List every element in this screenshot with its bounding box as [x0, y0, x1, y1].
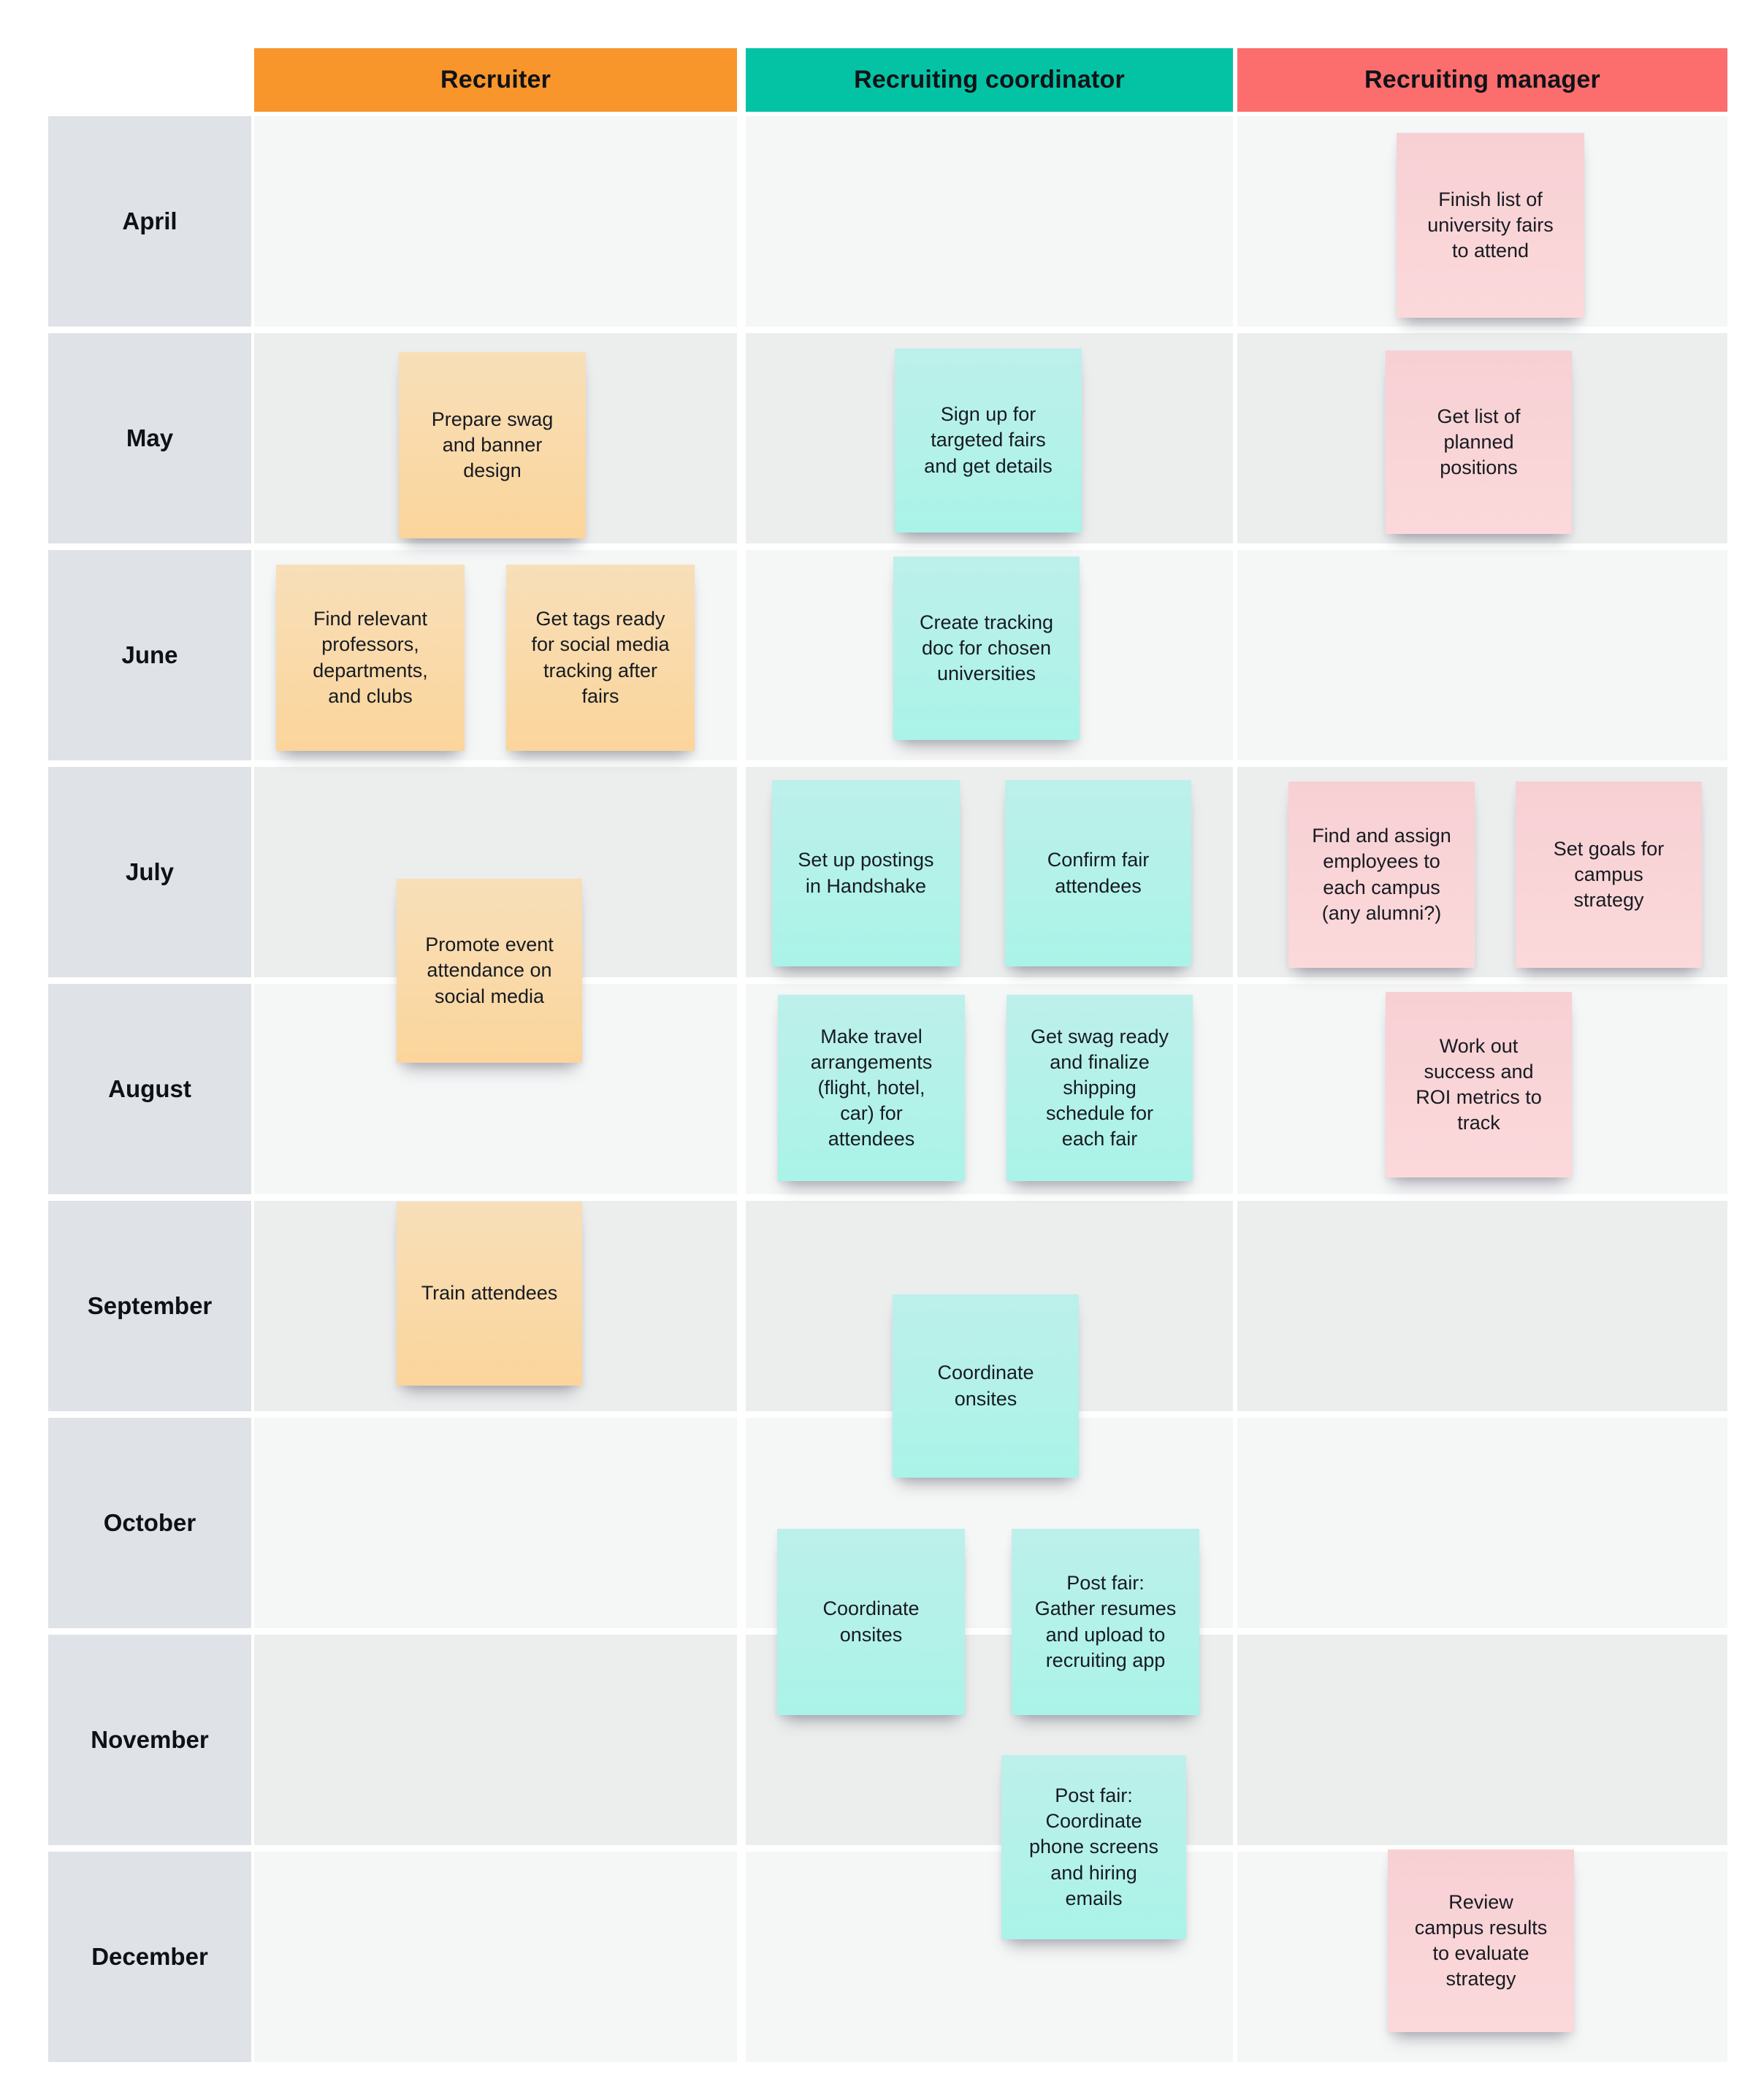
sticky-note-text: Coordinate onsites: [822, 1597, 920, 1646]
sticky-note-text: Get tags ready for social media tracking…: [531, 608, 670, 707]
sticky-note-text: Post fair: Gather resumes and upload to …: [1034, 1572, 1177, 1671]
column-header-recruiting-manager: Recruiting manager: [1237, 48, 1727, 112]
sticky-note[interactable]: Set up postings in Handshake: [772, 780, 960, 966]
sticky-note-text: Find relevant professors, departments, a…: [313, 608, 428, 707]
sticky-note[interactable]: Sign up for targeted fairs and get detai…: [895, 348, 1082, 532]
column-header-label: Recruiting manager: [1364, 66, 1600, 93]
sticky-note-text: Coordinate onsites: [937, 1362, 1034, 1410]
sticky-note-text: Get list of planned positions: [1437, 405, 1521, 479]
sticky-note[interactable]: Set goals for campus strategy: [1516, 782, 1702, 968]
sticky-note[interactable]: Prepare swag and banner design: [399, 352, 586, 538]
lane-cell-recruiter-november: [254, 1635, 737, 1845]
month-label: July: [125, 858, 175, 885]
month-cell-june: June: [48, 550, 251, 760]
sticky-note-text: Set goals for campus strategy: [1553, 837, 1665, 912]
sticky-note[interactable]: Coordinate onsites: [777, 1529, 965, 1715]
lane-cell-recruiter-april: [254, 116, 737, 327]
month-label: April: [122, 207, 177, 234]
sticky-note[interactable]: Post fair: Coordinate phone screens and …: [1001, 1755, 1186, 1939]
sticky-note[interactable]: Find relevant professors, departments, a…: [276, 565, 465, 751]
sticky-note-text: Make travel arrangements (flight, hotel,…: [810, 1025, 933, 1150]
month-label: September: [87, 1292, 213, 1319]
sticky-note-text: Post fair: Coordinate phone screens and …: [1028, 1784, 1159, 1909]
sticky-note[interactable]: Review campus results to evaluate strate…: [1388, 1849, 1574, 2032]
sticky-note[interactable]: Train attendees: [397, 1202, 582, 1386]
sticky-note-text: Set up postings in Handshake: [798, 849, 934, 897]
month-label: May: [126, 424, 174, 451]
month-cell-august: August: [48, 984, 251, 1194]
sticky-note[interactable]: Find and assign employees to each campus…: [1288, 782, 1475, 968]
lane-cell-recruiter-october: [254, 1418, 737, 1628]
sticky-note[interactable]: Make travel arrangements (flight, hotel,…: [778, 995, 965, 1181]
sticky-note[interactable]: Confirm fair attendees: [1005, 780, 1191, 966]
lane-cell-recruiting-manager-october: [1237, 1418, 1727, 1628]
column-header-recruiting-coordinator: Recruiting coordinator: [746, 48, 1233, 112]
month-cell-may: May: [48, 333, 251, 543]
lane-cell-recruiting-manager-september: [1237, 1201, 1727, 1411]
column-header-label: Recruiting coordinator: [854, 66, 1125, 93]
sticky-note-text: Find and assign employees to each campus…: [1312, 825, 1451, 924]
column-header-label: Recruiter: [440, 66, 551, 93]
month-label: October: [103, 1509, 196, 1536]
month-label: December: [91, 1943, 208, 1970]
month-cell-september: September: [48, 1201, 251, 1411]
sticky-note-text: Finish list of university fairs to atten…: [1427, 188, 1554, 262]
month-label: June: [121, 641, 178, 668]
month-label: November: [91, 1726, 209, 1753]
month-cell-july: July: [48, 767, 251, 977]
sticky-note[interactable]: Get swag ready and finalize shipping sch…: [1007, 995, 1193, 1181]
month-label: August: [108, 1075, 191, 1102]
month-cell-april: April: [48, 116, 251, 327]
column-header-recruiter: Recruiter: [254, 48, 737, 112]
month-cell-november: November: [48, 1635, 251, 1845]
sticky-note-text: Review campus results to evaluate strate…: [1414, 1890, 1548, 1990]
lane-cell-recruiting-manager-november: [1237, 1635, 1727, 1845]
sticky-note-text: Prepare swag and banner design: [431, 408, 554, 482]
month-cell-october: October: [48, 1418, 251, 1628]
lane-cell-recruiting-coordinator-april: [746, 116, 1233, 327]
sticky-note[interactable]: Coordinate onsites: [893, 1294, 1079, 1478]
sticky-note-text: Get swag ready and finalize shipping sch…: [1030, 1025, 1169, 1150]
sticky-note-text: Sign up for targeted fairs and get detai…: [924, 403, 1053, 477]
lane-cell-recruiting-manager-june: [1237, 550, 1727, 760]
sticky-note-text: Create tracking doc for chosen universit…: [919, 611, 1054, 685]
sticky-note[interactable]: Get tags ready for social media tracking…: [506, 565, 695, 751]
sticky-note[interactable]: Post fair: Gather resumes and upload to …: [1012, 1529, 1199, 1715]
sticky-note[interactable]: Get list of planned positions: [1386, 351, 1572, 534]
sticky-note[interactable]: Create tracking doc for chosen universit…: [893, 557, 1080, 740]
sticky-note-text: Promote event attendance on social media: [425, 933, 554, 1007]
month-cell-december: December: [48, 1852, 251, 2062]
sticky-note-text: Confirm fair attendees: [1047, 849, 1150, 897]
sticky-note-text: Work out success and ROI metrics to trac…: [1416, 1034, 1542, 1134]
sticky-note-text: Train attendees: [421, 1282, 558, 1305]
sticky-note[interactable]: Promote event attendance on social media: [397, 879, 582, 1063]
sticky-note[interactable]: Finish list of university fairs to atten…: [1397, 133, 1584, 318]
lane-cell-recruiter-december: [254, 1852, 737, 2062]
sticky-note[interactable]: Work out success and ROI metrics to trac…: [1386, 992, 1572, 1177]
